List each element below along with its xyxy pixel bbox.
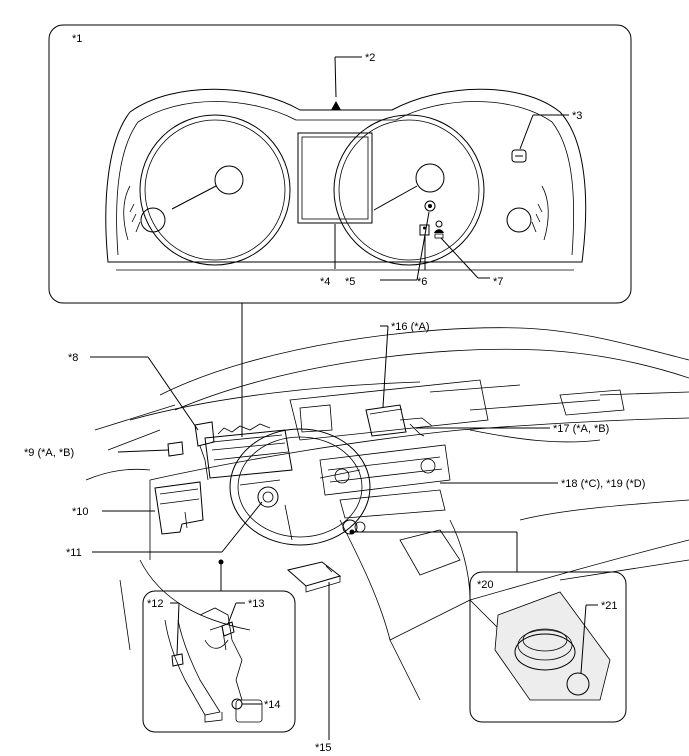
callout-18-19: *18 (*C), *19 (*D) [561, 478, 645, 490]
callout-3: *3 [572, 110, 582, 122]
component-16 [365, 404, 433, 437]
callout-20: *20 [477, 579, 494, 591]
indicator-3-icon [511, 149, 527, 163]
leader-lines [90, 325, 598, 740]
pedal-detail-inset [142, 590, 296, 733]
callout-13: *13 [248, 598, 265, 610]
callout-10: *10 [72, 506, 89, 518]
component-10 [154, 481, 204, 535]
callout-11: *11 [66, 547, 82, 559]
callout-2: *2 [365, 52, 375, 64]
component-9 [167, 441, 184, 457]
seatbelt-reminder-icon [419, 224, 430, 236]
component-15 [286, 561, 342, 593]
callout-17: *17 (*A, *B) [553, 423, 609, 435]
combination-meter-detail [48, 24, 632, 304]
steering-wheel [229, 428, 371, 546]
callout-16: *16 (*A) [391, 321, 430, 333]
component-8 [194, 421, 215, 481]
steering-pad [257, 486, 279, 508]
callout-12: *12 [147, 598, 164, 610]
warning-triangle-icon [331, 101, 341, 110]
callout-6: *6 [417, 276, 427, 288]
callout-9: *9 (*A, *B) [24, 447, 74, 459]
callout-14: *14 [264, 699, 281, 711]
callout-7: *7 [493, 276, 503, 288]
callout-1: *1 [72, 33, 82, 45]
callout-21: *21 [601, 600, 618, 612]
callout-5: *5 [345, 276, 355, 288]
combination-meter [204, 423, 293, 479]
callout-4: *4 [320, 276, 330, 288]
callout-15: *15 [315, 742, 332, 754]
srs-airbag-warning-icon [434, 220, 444, 239]
console-detail-inset [469, 571, 627, 723]
callout-8: *8 [68, 352, 78, 364]
indicator-5-icon [424, 200, 436, 212]
